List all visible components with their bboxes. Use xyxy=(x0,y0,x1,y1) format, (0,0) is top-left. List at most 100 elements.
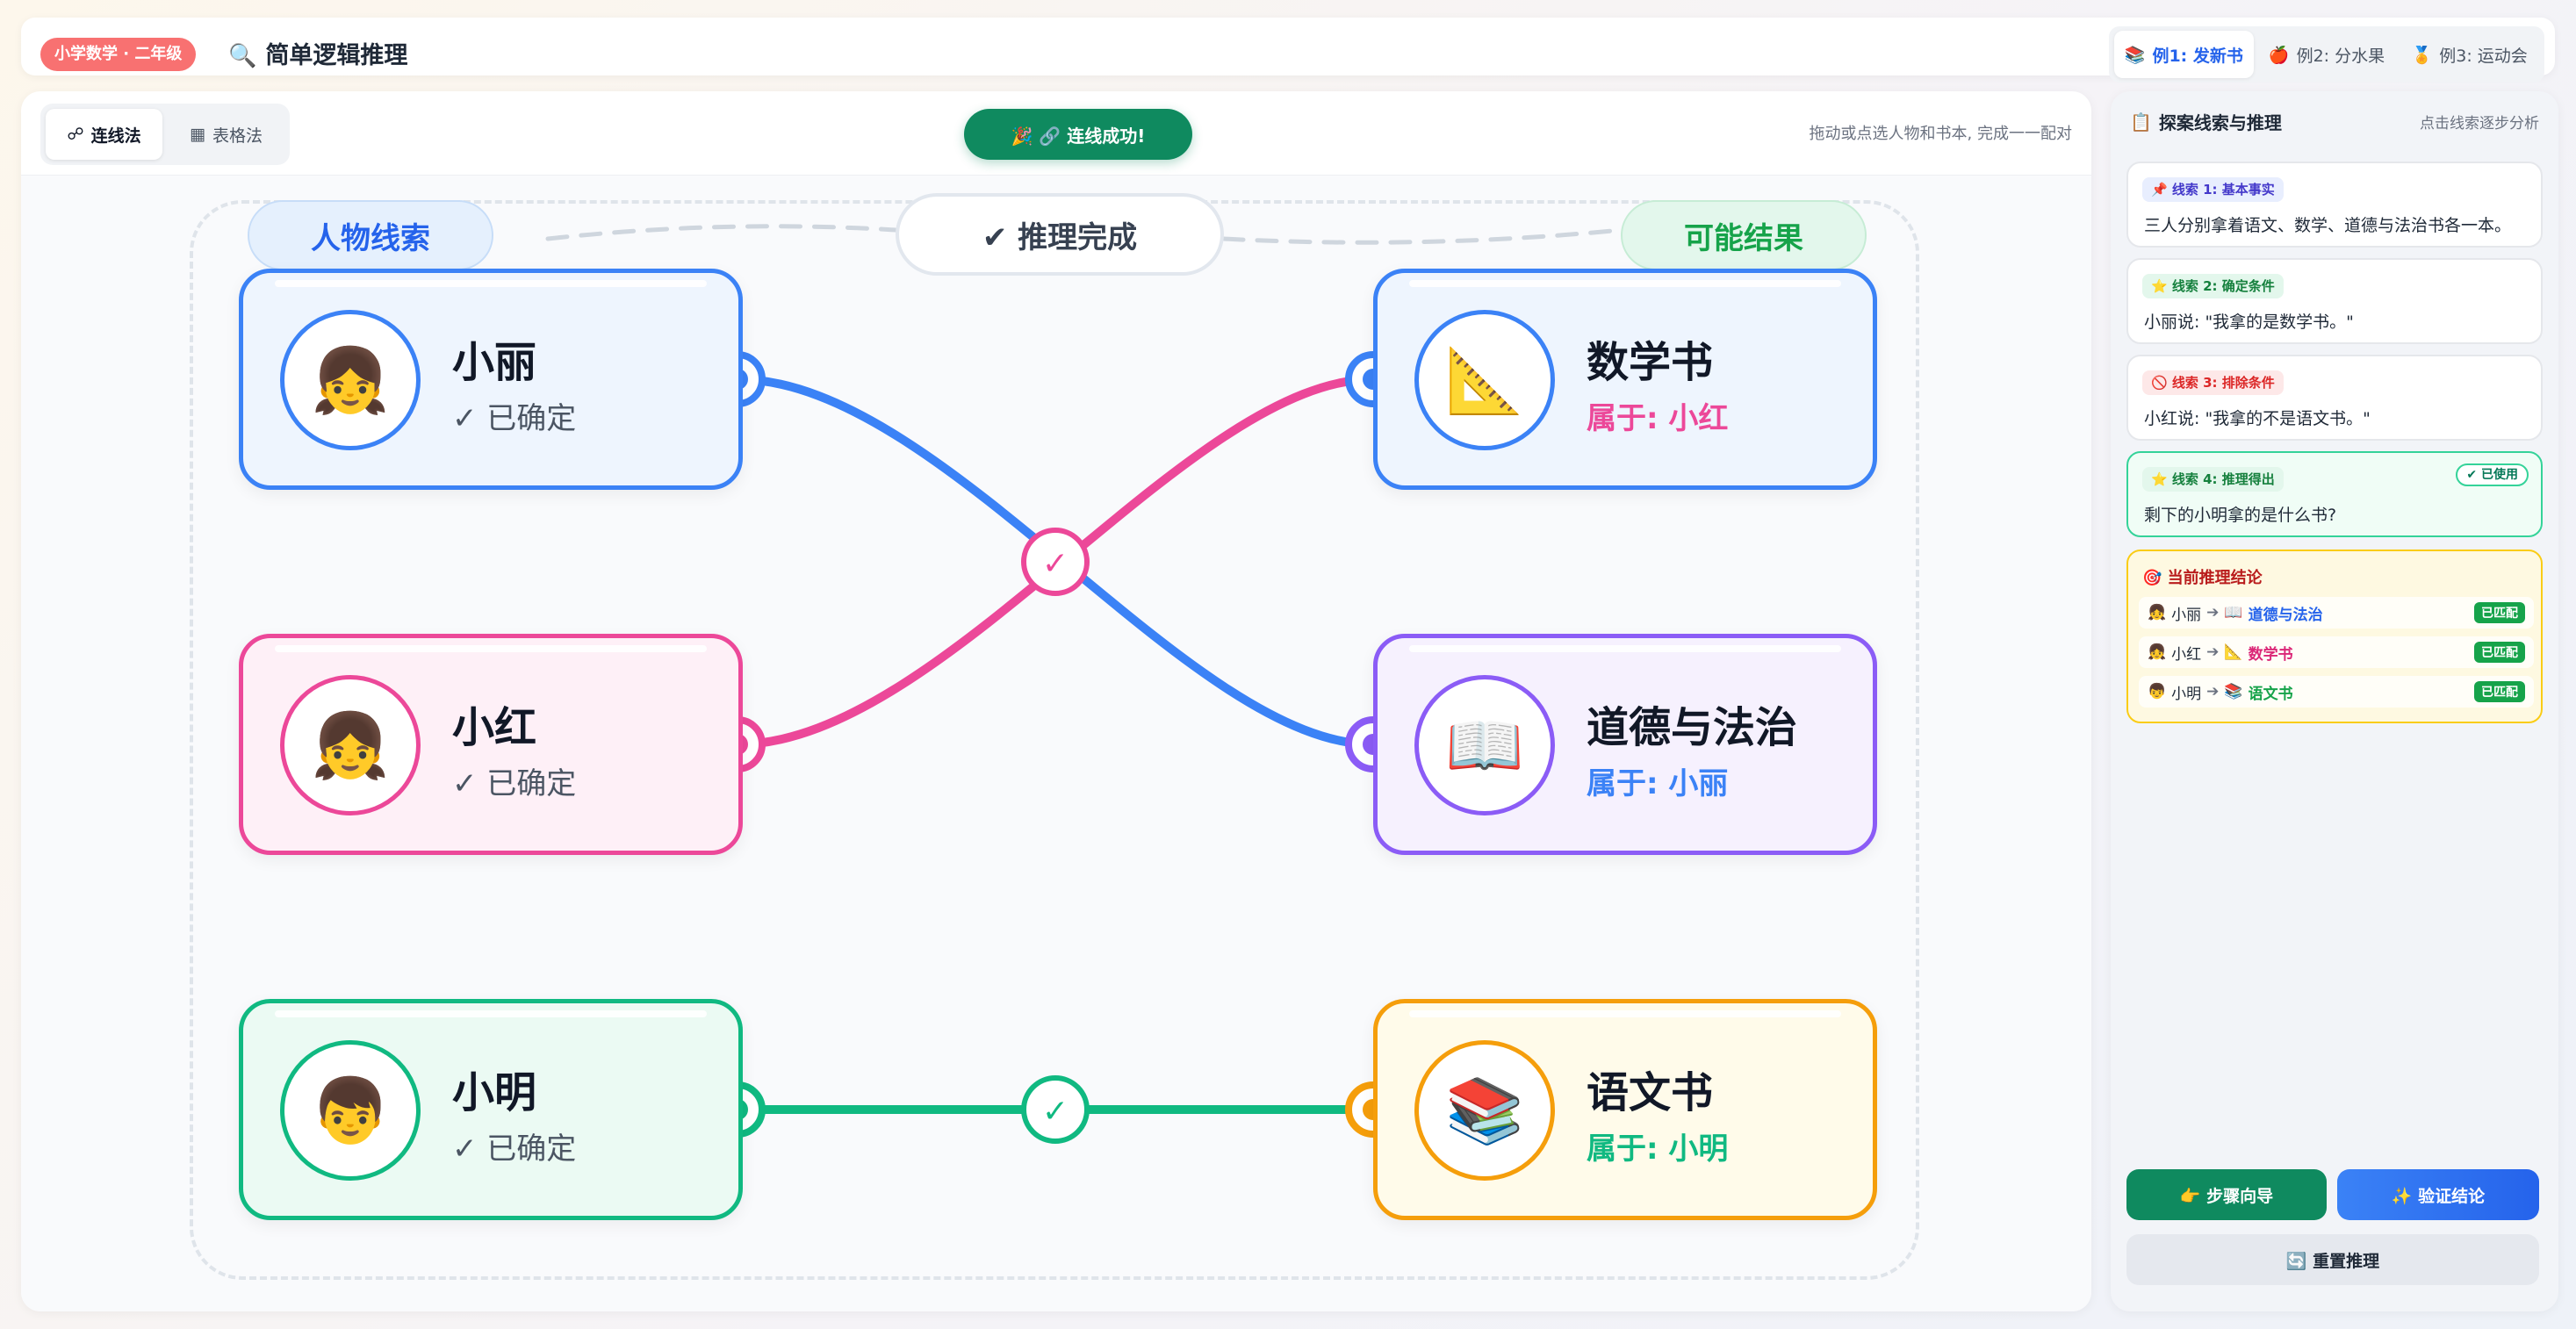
top-bar: 小学数学 · 二年级 🔍 简单逻辑推理 📚 例1: 发新书 🍎 例2: 分水果 … xyxy=(21,18,2555,83)
book-owner: 属于: 小丽 xyxy=(1587,766,1729,801)
girl-avatar-icon: 👧 xyxy=(280,310,421,450)
main-workspace: ☍ 连线法 ▦ 表格法 🎉 🔗 连线成功! 拖动或点选人物和书本, 完成一一配对 xyxy=(21,91,2091,1311)
used-badge: ✔ 已使用 xyxy=(2456,463,2529,486)
clue-text: 小丽说: "我拿的是数学书。" xyxy=(2144,312,2354,332)
tab-label: 例3: 运动会 xyxy=(2439,46,2528,66)
apple-icon: 🍎 xyxy=(2268,45,2290,65)
conclusion-row: 👧 小丽 ➔ 📖 道德与法治 已匹配 xyxy=(2139,597,2534,629)
arrow-right-icon: ➔ xyxy=(2206,604,2220,621)
conclusion-row: 👧 小红 ➔ 📐 数学书 已匹配 xyxy=(2139,636,2534,668)
person-status: ✓ 已确定 xyxy=(452,401,577,436)
clue-panel: 📋 探案线索与推理 点击线索逐步分析 📌 线索 1: 基本事实 三人分别拿着语文… xyxy=(2111,91,2558,1311)
triangle-ruler-icon: 📐 xyxy=(1414,310,1555,450)
result-column-label: 可能结果 xyxy=(1621,200,1867,270)
clue-tag: ⭐ 线索 2: 确定条件 xyxy=(2142,274,2284,298)
matching-board: ✓ ✓ 人物线索 ✔ 推理完成 可能结果 👧 小丽 xyxy=(21,176,2091,1311)
clue-card-1[interactable]: 📌 线索 1: 基本事实 三人分别拿着语文、数学、道德与法治书各一本。 xyxy=(2126,162,2543,248)
conclusion-book: 语文书 xyxy=(2248,685,2293,703)
person-card-xiaoming[interactable]: 👦 小明 ✓ 已确定 xyxy=(239,999,743,1220)
open-book-icon: 📖 xyxy=(2224,604,2243,621)
person-status: ✓ 已确定 xyxy=(452,766,577,801)
books-stack-icon: 📚 xyxy=(1414,1040,1555,1181)
conclusion-row: 👦 小明 ➔ 📚 语文书 已匹配 xyxy=(2139,676,2534,708)
clipboard-icon: 📋 xyxy=(2130,111,2152,133)
boy-avatar-icon: 👦 xyxy=(2148,683,2167,700)
magnifier-icon: 🔍 xyxy=(228,43,257,69)
arrow-right-icon: ➔ xyxy=(2206,683,2220,700)
reasoning-done-label: ✔ 推理完成 xyxy=(896,193,1224,276)
mode-table-button[interactable]: ▦ 表格法 xyxy=(168,109,284,160)
conclusion-book: 数学书 xyxy=(2248,645,2293,664)
matched-badge: 已匹配 xyxy=(2474,681,2525,702)
conclusion-person: 小红 xyxy=(2171,645,2202,664)
book-card-math[interactable]: 📐 数学书 属于: 小红 xyxy=(1373,269,1877,490)
clue-text: 三人分别拿着语文、数学、道德与法治书各一本。 xyxy=(2144,216,2512,235)
girl-avatar-icon: 👧 xyxy=(2148,604,2167,621)
person-status: ✓ 已确定 xyxy=(452,1131,577,1167)
success-badge: 🎉 🔗 连线成功! xyxy=(964,109,1192,160)
mode-label: 表格法 xyxy=(212,126,263,146)
clue-card-2[interactable]: ⭐ 线索 2: 确定条件 小丽说: "我拿的是数学书。" xyxy=(2126,258,2543,344)
page-title-text: 简单逻辑推理 xyxy=(265,42,408,69)
person-name: 小丽 xyxy=(452,338,537,387)
workspace-toolbar: ☍ 连线法 ▦ 表格法 🎉 🔗 连线成功! 拖动或点选人物和书本, 完成一一配对 xyxy=(21,91,2091,176)
matched-badge: 已匹配 xyxy=(2474,642,2525,663)
tab-example-3[interactable]: 🏅 例3: 运动会 xyxy=(2400,31,2539,78)
mode-switch: ☍ 连线法 ▦ 表格法 xyxy=(40,104,290,165)
person-name: 小红 xyxy=(452,703,537,752)
book-name: 语文书 xyxy=(1587,1068,1714,1117)
connect-icon: ☍ xyxy=(67,125,84,144)
person-name: 小明 xyxy=(452,1068,537,1117)
tab-example-2[interactable]: 🍎 例2: 分水果 xyxy=(2257,31,2397,78)
conclusion-person: 小丽 xyxy=(2171,606,2202,624)
book-name: 数学书 xyxy=(1587,338,1714,387)
mode-label: 连线法 xyxy=(90,126,141,146)
clue-panel-header: 📋 探案线索与推理 点击线索逐步分析 xyxy=(2111,91,2558,146)
person-card-xiaohong[interactable]: 👧 小红 ✓ 已确定 xyxy=(239,634,743,855)
tab-label: 例1: 发新书 xyxy=(2152,46,2243,66)
verify-conclusion-button[interactable]: ✨ 验证结论 xyxy=(2337,1169,2539,1220)
person-card-xiaoli[interactable]: 👧 小丽 ✓ 已确定 xyxy=(239,269,743,490)
clue-panel-title: 📋 探案线索与推理 xyxy=(2130,109,2282,134)
clue-tag: 📌 线索 1: 基本事实 xyxy=(2142,177,2284,202)
toolbar-hint: 拖动或点选人物和书本, 完成一一配对 xyxy=(1809,125,2072,143)
clue-card-3[interactable]: 🚫 线索 3: 排除条件 小红说: "我拿的不是语文书。" xyxy=(2126,355,2543,441)
clue-panel-title-text: 探案线索与推理 xyxy=(2158,112,2282,133)
matched-badge: 已匹配 xyxy=(2474,602,2525,623)
step-guide-button[interactable]: 👉 步骤向导 xyxy=(2126,1169,2327,1220)
grade-badge: 小学数学 · 二年级 xyxy=(40,38,197,71)
clue-text: 剩下的小明拿的是什么书? xyxy=(2144,506,2337,525)
conclusion-book: 道德与法治 xyxy=(2248,606,2323,624)
tab-label: 例2: 分水果 xyxy=(2296,46,2385,66)
clue-panel-hint: 点击线索逐步分析 xyxy=(2420,115,2539,133)
reset-reasoning-button[interactable]: 🔄 重置推理 xyxy=(2126,1234,2539,1285)
clue-text: 小红说: "我拿的不是语文书。" xyxy=(2144,409,2371,428)
book-card-chinese[interactable]: 📚 语文书 属于: 小明 xyxy=(1373,999,1877,1220)
page-title: 🔍 简单逻辑推理 xyxy=(228,39,407,74)
people-column-label: 人物线索 xyxy=(248,200,493,270)
girl-avatar-icon: 👧 xyxy=(2148,643,2167,661)
mode-line-button[interactable]: ☍ 连线法 xyxy=(46,109,162,160)
conclusion-title: 🎯 当前推理结论 xyxy=(2142,569,2263,587)
clue-tag: 🚫 线索 3: 排除条件 xyxy=(2142,370,2284,395)
open-book-icon: 📖 xyxy=(1414,675,1555,815)
girl-avatar-icon: 👧 xyxy=(280,675,421,815)
conclusion-box: 🎯 当前推理结论 👧 小丽 ➔ 📖 道德与法治 已匹配 👧 小红 ➔ 📐 数学书… xyxy=(2126,550,2543,723)
arrow-right-icon: ➔ xyxy=(2206,643,2220,661)
medal-icon: 🏅 xyxy=(2411,45,2433,65)
clue-card-4[interactable]: ⭐ 线索 4: 推理得出 ✔ 已使用 剩下的小明拿的是什么书? xyxy=(2126,451,2543,537)
clue-tag: ⭐ 线索 4: 推理得出 xyxy=(2142,467,2284,492)
books-stack-icon: 📚 xyxy=(2224,683,2243,700)
book-name: 道德与法治 xyxy=(1587,703,1798,752)
boy-avatar-icon: 👦 xyxy=(280,1040,421,1181)
conclusion-person: 小明 xyxy=(2171,685,2202,703)
triangle-ruler-icon: 📐 xyxy=(2224,643,2243,661)
tab-example-1[interactable]: 📚 例1: 发新书 xyxy=(2114,31,2254,78)
grid-icon: ▦ xyxy=(190,125,205,144)
side-actions: 👉 步骤向导 ✨ 验证结论 🔄 重置推理 xyxy=(2111,1153,2558,1311)
books-icon: 📚 xyxy=(2124,45,2146,65)
book-owner: 属于: 小明 xyxy=(1587,1131,1729,1167)
book-owner: 属于: 小红 xyxy=(1587,401,1729,436)
book-card-moral[interactable]: 📖 道德与法治 属于: 小丽 xyxy=(1373,634,1877,855)
example-tabs: 📚 例1: 发新书 🍎 例2: 分水果 🏅 例3: 运动会 xyxy=(2109,26,2544,83)
